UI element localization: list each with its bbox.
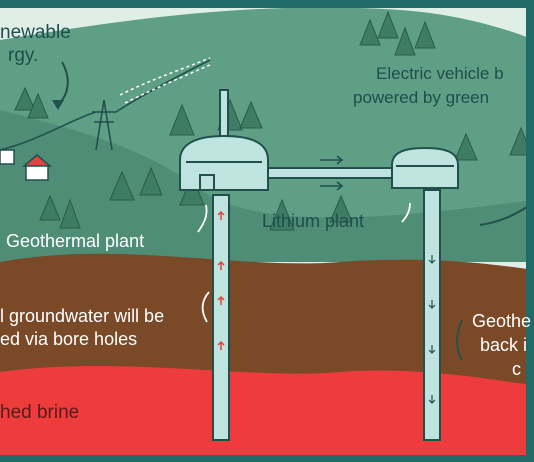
renewable-label-line2: rgy. <box>8 45 39 66</box>
soil-layer <box>0 253 534 400</box>
tree <box>39 194 61 221</box>
downflow-arrows <box>428 255 436 404</box>
groundwater-label-line2: ed via bore holes <box>0 329 138 349</box>
bottom-frame <box>0 455 534 462</box>
lithium-plant <box>391 146 459 189</box>
tree <box>14 86 36 111</box>
tree <box>414 20 436 49</box>
flow-arrows <box>320 155 344 191</box>
ev-label-line1: Electric vehicle b <box>376 64 504 83</box>
tree <box>359 18 381 46</box>
chimney <box>219 89 229 141</box>
arrow-head <box>52 100 64 110</box>
geothermal-plant <box>179 89 269 191</box>
house <box>25 164 49 181</box>
tree <box>454 132 478 161</box>
upflow-arrows <box>217 210 225 350</box>
tree <box>139 166 163 196</box>
return-bore-hole <box>423 189 441 441</box>
tree <box>377 10 399 39</box>
power-pylon <box>0 59 211 151</box>
groundwater-label-arrow <box>201 291 210 323</box>
renewable-label-line1: newable <box>0 22 71 43</box>
geothermal-right-label-line1: Geothe <box>472 311 532 331</box>
injection-bore-hole <box>212 194 230 441</box>
tree <box>329 194 353 223</box>
brine-layer <box>0 365 534 462</box>
tree <box>27 92 49 119</box>
tree <box>59 198 81 229</box>
geothermal-plant-label: Geothermal plant <box>6 231 145 251</box>
right-frame <box>526 0 534 462</box>
ev-label-line2: powered by green <box>353 88 490 107</box>
lithium-label-arrow <box>401 202 411 223</box>
houses <box>0 149 53 181</box>
tree <box>394 26 416 56</box>
tree <box>269 198 295 231</box>
connecting-pipe <box>267 167 394 179</box>
energy-flow-lines <box>119 57 213 104</box>
tree <box>109 170 135 201</box>
foreground-grass <box>0 110 534 262</box>
house <box>0 149 15 165</box>
groundwater-label-line1: l groundwater will be <box>0 306 165 326</box>
geothermal-return-arrow <box>456 319 463 361</box>
trees <box>14 10 533 231</box>
geothermal-label-arrow <box>197 204 208 233</box>
lithium-plant-label: Lithium plant <box>262 211 365 231</box>
geothermal-right-label-line3: c <box>512 359 521 379</box>
brine-label: hed brine <box>0 402 80 423</box>
tree <box>239 100 263 129</box>
geothermal-right-label-line2: back i <box>480 335 528 355</box>
tree <box>169 103 195 136</box>
house-roof <box>21 154 53 167</box>
plant-door <box>199 174 215 191</box>
top-frame <box>0 0 534 8</box>
lithium-plant-roof <box>391 146 459 189</box>
